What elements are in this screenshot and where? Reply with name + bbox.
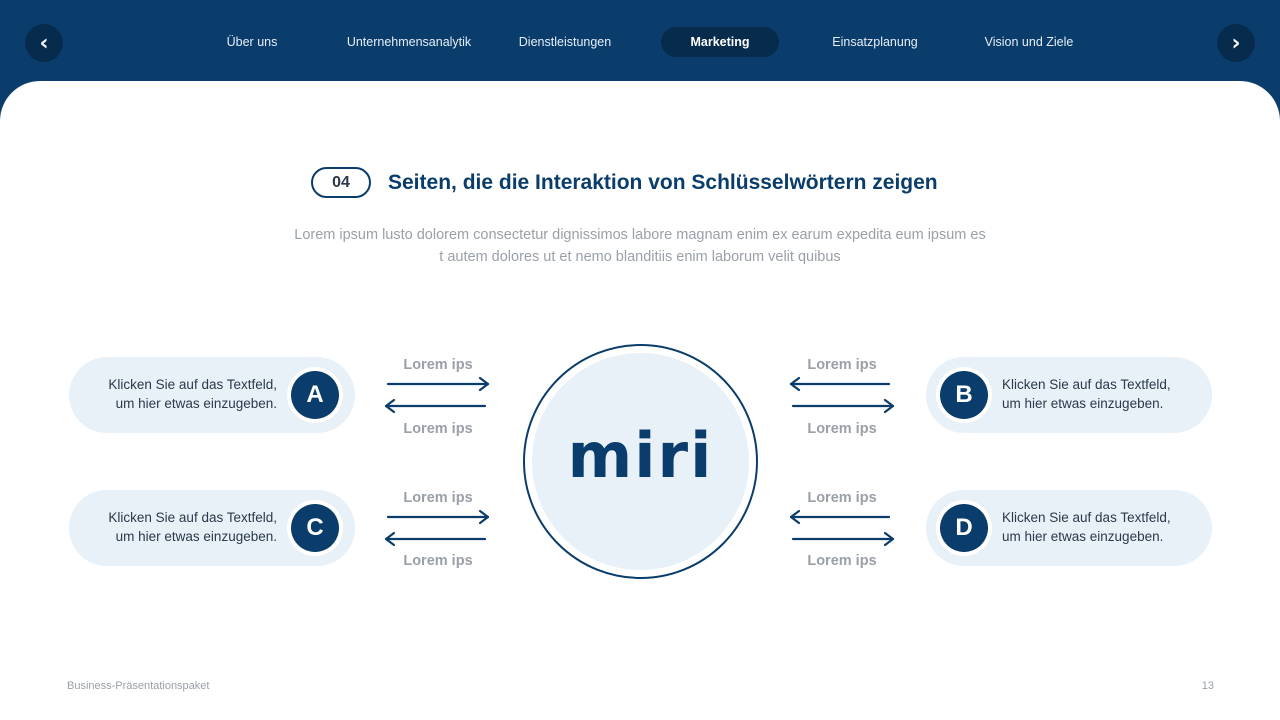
card-c-line-1: Klicken Sie auf das Textfeld, bbox=[108, 510, 277, 525]
nav-item-ueber-uns[interactable]: Über uns bbox=[226, 35, 278, 49]
nav-item-dienstleistungen[interactable]: Dienstleistungen bbox=[518, 35, 612, 49]
nav-item-marketing[interactable]: Marketing bbox=[661, 27, 779, 57]
card-a-text: Klicken Sie auf das Textfeld, um hier et… bbox=[87, 375, 277, 413]
card-c-letter: C bbox=[291, 504, 339, 552]
arrow-label-d-top: Lorem ips bbox=[807, 490, 877, 506]
top-navigation-bar: ‹ Über uns Unternehmensanalytik Dienstle… bbox=[0, 0, 1280, 84]
subtitle-line-1: Lorem ipsum lusto dolorem consectetur di… bbox=[294, 227, 986, 243]
card-b-text: Klicken Sie auf das Textfeld, um hier et… bbox=[1002, 375, 1192, 413]
chevron-right-icon[interactable]: › bbox=[1217, 24, 1255, 62]
arrow-label-b-bottom: Lorem ips bbox=[807, 421, 877, 437]
card-d-letter: D bbox=[940, 504, 988, 552]
bidirectional-arrow-a-icon bbox=[384, 376, 490, 414]
card-c-text: Klicken Sie auf das Textfeld, um hier et… bbox=[87, 508, 277, 546]
center-hub: miri bbox=[523, 344, 758, 579]
arrow-label-a-bottom: Lorem ips bbox=[403, 421, 473, 437]
card-a-badge: A bbox=[287, 367, 343, 423]
card-d[interactable]: D Klicken Sie auf das Textfeld, um hier … bbox=[926, 490, 1212, 566]
card-d-line-2: um hier etwas einzugeben. bbox=[1002, 529, 1164, 544]
card-a[interactable]: Klicken Sie auf das Textfeld, um hier et… bbox=[69, 357, 355, 433]
arrow-label-c-bottom: Lorem ips bbox=[403, 553, 473, 569]
bidirectional-arrow-c-icon bbox=[384, 509, 490, 547]
card-d-badge: D bbox=[936, 500, 992, 556]
footer-title: Business-Präsentationspaket bbox=[67, 680, 210, 692]
nav-item-unternehmensanalytik[interactable]: Unternehmensanalytik bbox=[346, 35, 472, 49]
chevron-left-icon[interactable]: ‹ bbox=[25, 24, 63, 62]
slide-number-pill: 04 bbox=[311, 167, 371, 198]
card-c-badge: C bbox=[287, 500, 343, 556]
arrow-label-a-top: Lorem ips bbox=[403, 357, 473, 373]
miri-logo: miri bbox=[567, 419, 714, 492]
center-hub-inner: miri bbox=[532, 353, 749, 570]
card-b-line-2: um hier etwas einzugeben. bbox=[1002, 396, 1164, 411]
card-b-line-1: Klicken Sie auf das Textfeld, bbox=[1002, 377, 1171, 392]
bidirectional-arrow-d-icon bbox=[789, 509, 895, 547]
card-a-letter: A bbox=[291, 371, 339, 419]
arrow-label-c-top: Lorem ips bbox=[403, 490, 473, 506]
arrow-label-b-top: Lorem ips bbox=[807, 357, 877, 373]
bidirectional-arrow-b-icon bbox=[789, 376, 895, 414]
card-b-letter: B bbox=[940, 371, 988, 419]
card-d-text: Klicken Sie auf das Textfeld, um hier et… bbox=[1002, 508, 1192, 546]
card-d-line-1: Klicken Sie auf das Textfeld, bbox=[1002, 510, 1171, 525]
card-a-line-1: Klicken Sie auf das Textfeld, bbox=[108, 377, 277, 392]
page-number: 13 bbox=[1201, 680, 1214, 692]
card-b[interactable]: B Klicken Sie auf das Textfeld, um hier … bbox=[926, 357, 1212, 433]
card-c-line-2: um hier etwas einzugeben. bbox=[115, 529, 277, 544]
nav-item-vision-und-ziele[interactable]: Vision und Ziele bbox=[984, 35, 1074, 49]
card-b-badge: B bbox=[936, 367, 992, 423]
slide-title: Seiten, die die Interaktion von Schlüsse… bbox=[388, 171, 938, 194]
card-c[interactable]: Klicken Sie auf das Textfeld, um hier et… bbox=[69, 490, 355, 566]
slide-subtitle: Lorem ipsum lusto dolorem consectetur di… bbox=[240, 224, 1040, 268]
card-a-line-2: um hier etwas einzugeben. bbox=[115, 396, 277, 411]
subtitle-line-2: t autem dolores ut et nemo blanditiis en… bbox=[439, 249, 841, 265]
arrow-label-d-bottom: Lorem ips bbox=[807, 553, 877, 569]
nav-item-einsatzplanung[interactable]: Einsatzplanung bbox=[832, 35, 918, 49]
